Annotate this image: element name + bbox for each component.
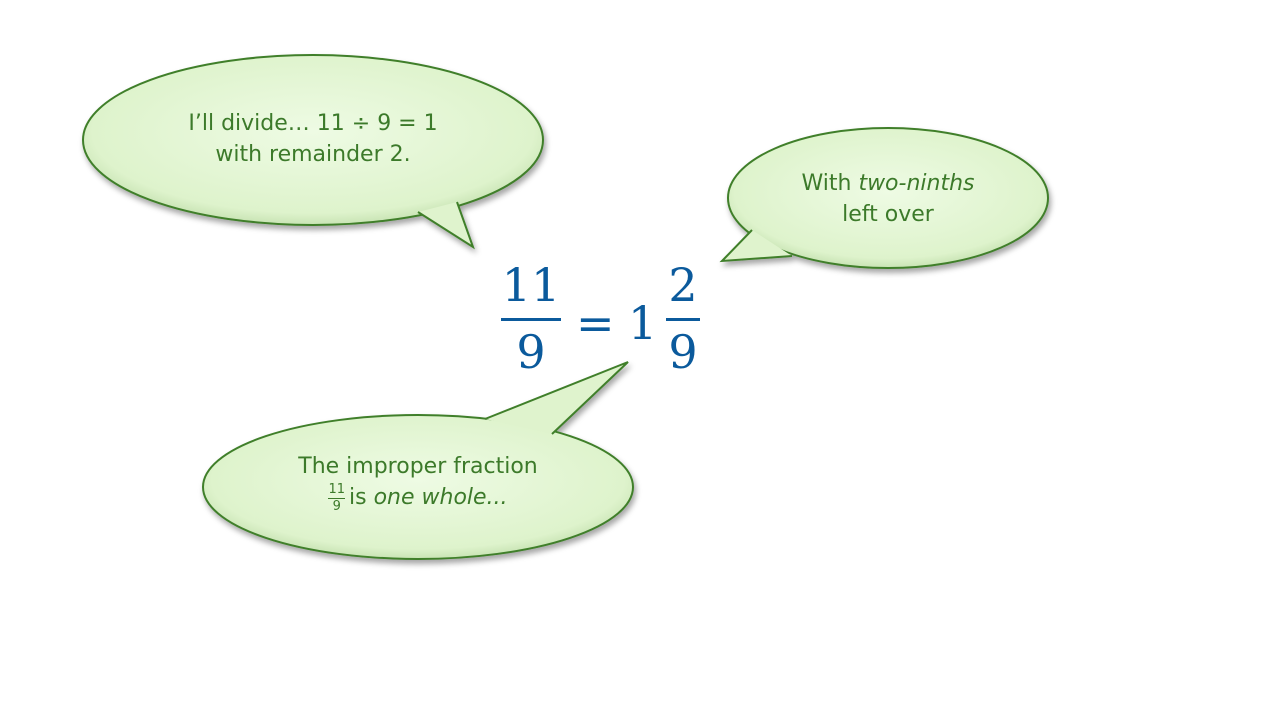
remainder-italic: two-ninths (858, 171, 975, 196)
improper-line1: The improper fraction (298, 454, 538, 479)
rhs-numerator: 2 (668, 258, 698, 312)
bubble-improper-text: The improper fraction 11 9 is one whole.… (218, 451, 618, 514)
lhs-fraction: 11 9 (501, 258, 561, 379)
rhs-denominator: 9 (668, 325, 698, 379)
divide-line1: I’ll divide… 11 ÷ 9 = 1 (188, 111, 438, 136)
remainder-prefix: With (801, 171, 852, 196)
divide-line2: with remainder 2. (215, 142, 411, 167)
bubble-remainder-text: With two-ninths left over (748, 168, 1028, 230)
lhs-numerator: 11 (501, 258, 561, 312)
bubble-divide-shape (82, 54, 544, 250)
bubble-divide-text: I’ll divide… 11 ÷ 9 = 1 with remainder 2… (113, 108, 513, 170)
bubble-improper-shape (202, 361, 634, 560)
improper-italic: one whole... (373, 485, 508, 510)
bubble-remainder-shape (719, 127, 1049, 269)
lhs-denominator: 9 (516, 325, 546, 379)
remainder-line2: left over (842, 202, 934, 227)
equals-sign: = (576, 296, 615, 350)
rhs-fraction: 2 9 (666, 258, 700, 379)
whole-number: 1 (628, 296, 658, 350)
improper-mid: is (349, 485, 367, 510)
small-fraction-numerator: 11 (328, 481, 345, 497)
small-fraction: 11 9 (328, 481, 345, 514)
small-fraction-denominator: 9 (332, 498, 341, 514)
